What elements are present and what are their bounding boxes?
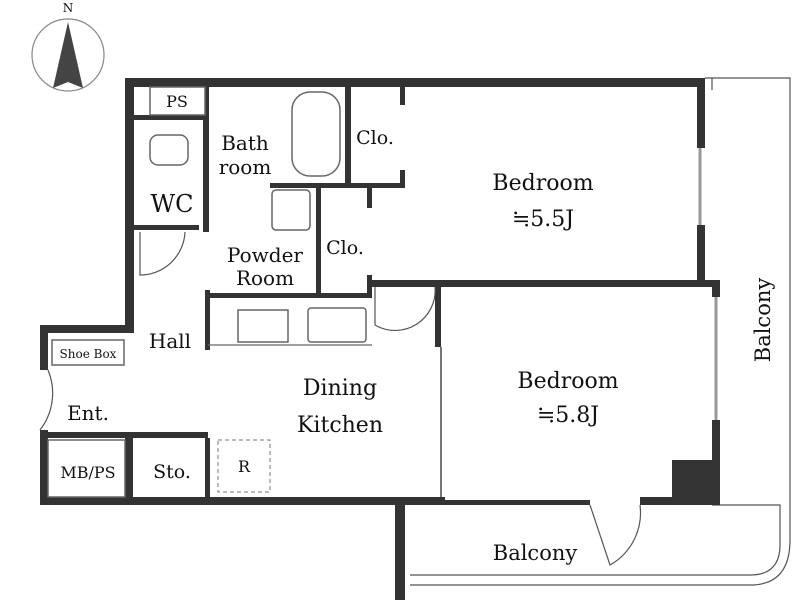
label-bedroom1-size: ≒5.5J bbox=[512, 207, 574, 232]
label-kitchen: Kitchen bbox=[297, 413, 383, 438]
balcony-outline bbox=[410, 77, 791, 586]
label-entrance: Ent. bbox=[67, 401, 109, 425]
walls bbox=[40, 78, 720, 600]
north-compass-icon: N bbox=[31, 1, 105, 92]
label-wc: WC bbox=[150, 190, 193, 218]
label-balcony-side: Balcony bbox=[751, 278, 775, 363]
shoe-box bbox=[51, 339, 125, 366]
label-mb-ps: MB/PS bbox=[60, 463, 115, 482]
balcony-door[interactable] bbox=[589, 504, 642, 566]
label-balcony-bottom: Balcony bbox=[493, 541, 578, 565]
sink-icon bbox=[271, 189, 311, 231]
label-closet-1: Clo. bbox=[356, 127, 394, 149]
fixtures bbox=[39, 86, 718, 566]
mb-ps-box bbox=[47, 439, 126, 498]
label-ps: PS bbox=[166, 92, 188, 111]
label-bedroom2: Bedroom bbox=[517, 369, 618, 394]
compass-north-label: N bbox=[63, 1, 74, 15]
wc-door[interactable] bbox=[139, 231, 186, 276]
ps-box bbox=[149, 86, 206, 116]
toilet-icon bbox=[149, 134, 189, 166]
label-bedroom2-size: ≒5.8J bbox=[537, 403, 599, 428]
room-labels: PS Bath room Clo. WC Powder Room Clo. Ha… bbox=[60, 92, 775, 565]
label-storage: Sto. bbox=[153, 461, 191, 483]
label-bath: Bath bbox=[221, 131, 269, 155]
label-powder-room: Room bbox=[236, 266, 294, 290]
bedroom2-door[interactable] bbox=[374, 286, 436, 332]
label-room: room bbox=[219, 155, 272, 179]
label-shoe-box: Shoe Box bbox=[60, 347, 117, 361]
label-bedroom1: Bedroom bbox=[492, 171, 593, 196]
label-closet-2: Clo. bbox=[326, 237, 364, 259]
bathtub-icon bbox=[291, 91, 341, 177]
kitchen-sink-icon bbox=[307, 307, 367, 343]
label-hall: Hall bbox=[149, 329, 191, 353]
entrance-door[interactable] bbox=[39, 369, 54, 431]
label-refrigerator: R bbox=[238, 457, 251, 476]
label-dining: Dining bbox=[303, 376, 377, 401]
stove-icon bbox=[237, 309, 289, 343]
refrigerator-space bbox=[217, 439, 271, 493]
label-powder: Powder bbox=[227, 243, 303, 267]
